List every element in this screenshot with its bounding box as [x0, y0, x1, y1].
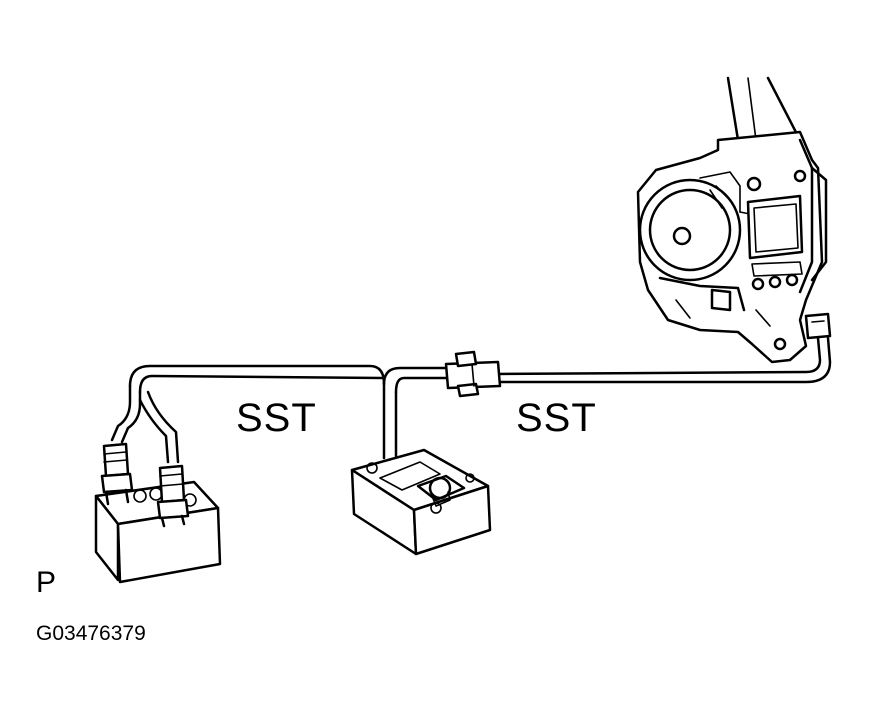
sst-label-left: SST: [236, 396, 317, 440]
figure-code: G03476379: [36, 622, 146, 645]
seat-belt-retractor: [636, 76, 832, 364]
battery: [94, 442, 222, 584]
sst-harness: [110, 336, 832, 464]
activation-tool-box: [350, 448, 492, 556]
view-letter: P: [36, 566, 57, 599]
sst-label-right: SST: [516, 396, 597, 440]
